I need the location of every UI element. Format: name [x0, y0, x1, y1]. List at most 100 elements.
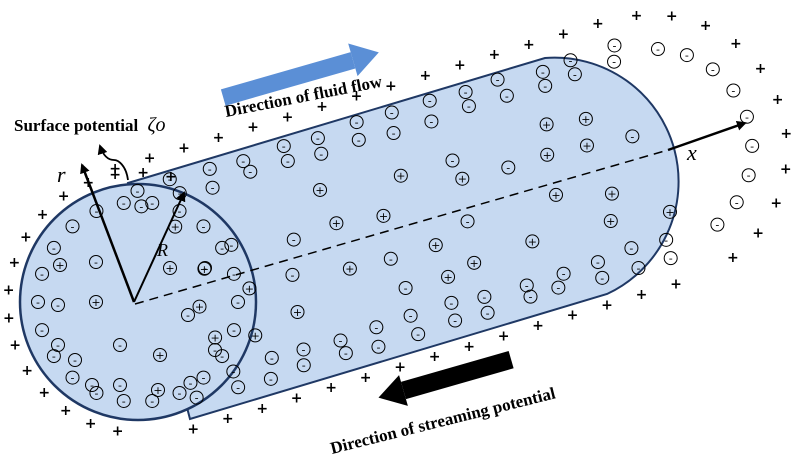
negative-ion: -	[461, 99, 476, 114]
interior-ion: +	[578, 111, 593, 126]
negative-ion: -	[296, 358, 311, 373]
negative-ion: -	[369, 320, 384, 335]
svg-text:-: -	[506, 161, 510, 174]
negative-ion: -	[276, 139, 291, 154]
svg-text:-: -	[451, 155, 455, 168]
interior-ion: +	[290, 304, 305, 319]
svg-text:+: +	[153, 384, 162, 397]
centerline	[134, 149, 669, 305]
svg-text:-: -	[600, 272, 604, 285]
negative-ion: -	[333, 333, 348, 348]
surface-charge: +	[360, 370, 372, 386]
interior-ion: +	[549, 187, 564, 202]
svg-text:+: +	[470, 257, 479, 270]
interior-ion: +	[242, 281, 257, 296]
negative-ion: -	[116, 196, 131, 211]
svg-text:-: -	[122, 197, 126, 210]
surface-charge: +	[429, 349, 441, 365]
svg-text:+: +	[606, 215, 615, 228]
negative-ion: -	[130, 183, 145, 198]
surface-charge: +	[557, 27, 569, 43]
svg-text:-: -	[270, 352, 274, 365]
radius-arrow	[133, 191, 186, 303]
x-axis-label: x	[686, 140, 697, 165]
negative-ion: -	[226, 364, 241, 379]
surface-charge: +	[144, 151, 156, 167]
svg-text:-: -	[150, 197, 154, 210]
negative-ion: -	[551, 280, 566, 295]
svg-text:+: +	[195, 301, 204, 314]
svg-text:+: +	[551, 189, 560, 202]
surface-charge: +	[780, 126, 792, 142]
svg-text:-: -	[389, 253, 393, 266]
svg-text:-: -	[40, 324, 44, 337]
cross-section-ion: +	[151, 383, 165, 397]
svg-text:-: -	[467, 100, 471, 113]
negative-ion: -	[607, 38, 622, 53]
surface-charge: +	[567, 308, 579, 324]
svg-text:-: -	[464, 86, 468, 99]
svg-text:-: -	[482, 291, 486, 304]
negative-ion: -	[189, 390, 204, 405]
svg-text:+: +	[155, 349, 164, 362]
svg-text:+: +	[293, 306, 302, 319]
svg-text:-: -	[612, 39, 616, 52]
negative-ion: -	[351, 132, 366, 147]
interior-ion: +	[662, 204, 677, 219]
surface-charge: +	[755, 61, 767, 77]
radius-label: R	[156, 240, 168, 260]
svg-text:-: -	[596, 256, 600, 269]
svg-text:-: -	[150, 395, 154, 408]
svg-text:-: -	[319, 148, 323, 161]
svg-text:-: -	[573, 68, 577, 81]
svg-text:-: -	[36, 296, 40, 309]
surface-charge: +	[772, 92, 784, 108]
interior-ion: +	[603, 214, 618, 229]
svg-text:+: +	[665, 206, 674, 219]
svg-text:-: -	[357, 134, 361, 147]
svg-text:+: +	[165, 262, 174, 275]
svg-text:-: -	[136, 185, 140, 198]
negative-ion: -	[310, 131, 325, 146]
svg-text:-: -	[525, 279, 529, 292]
interior-ion: +	[197, 261, 212, 276]
surface-charge: +	[351, 89, 363, 105]
interior-ion: +	[428, 238, 443, 253]
surface-charge: +	[385, 78, 397, 94]
negative-ion: -	[338, 346, 353, 361]
svg-text:-: -	[656, 43, 660, 56]
interior-ion: +	[342, 261, 357, 276]
surface-charge: +	[213, 130, 225, 146]
surface-charge: +	[601, 297, 613, 313]
cross-section-ion: -	[51, 298, 65, 312]
interior-ion: -	[445, 153, 460, 168]
surface-charge: +	[137, 165, 149, 181]
negative-ion: -	[403, 308, 418, 323]
interior-ion: +	[467, 255, 482, 270]
svg-text:-: -	[195, 392, 199, 405]
negative-ion: -	[590, 255, 605, 270]
svg-text:-: -	[669, 252, 673, 265]
negative-ion: -	[710, 217, 725, 232]
negative-ion: -	[444, 295, 459, 310]
svg-text:-: -	[229, 239, 233, 252]
interior-ion: +	[525, 234, 540, 249]
negative-ion: -	[659, 232, 674, 247]
svg-text:-: -	[735, 196, 739, 209]
svg-text:+: +	[396, 170, 405, 183]
svg-text:-: -	[664, 234, 668, 247]
negative-ion: -	[371, 339, 386, 354]
svg-text:+: +	[431, 239, 440, 252]
negative-ion: -	[448, 313, 463, 328]
negative-ion: -	[563, 53, 578, 68]
svg-text:-: -	[56, 339, 60, 352]
surface-charge: +	[38, 385, 50, 401]
surface-charge: +	[20, 229, 32, 245]
svg-text:+: +	[251, 329, 260, 342]
interior-ion: +	[376, 208, 391, 223]
svg-text:+: +	[211, 332, 220, 345]
negative-ion: -	[679, 48, 694, 63]
negative-ion: -	[424, 114, 439, 129]
svg-text:-: -	[711, 63, 715, 76]
surface-charge: +	[37, 207, 49, 223]
